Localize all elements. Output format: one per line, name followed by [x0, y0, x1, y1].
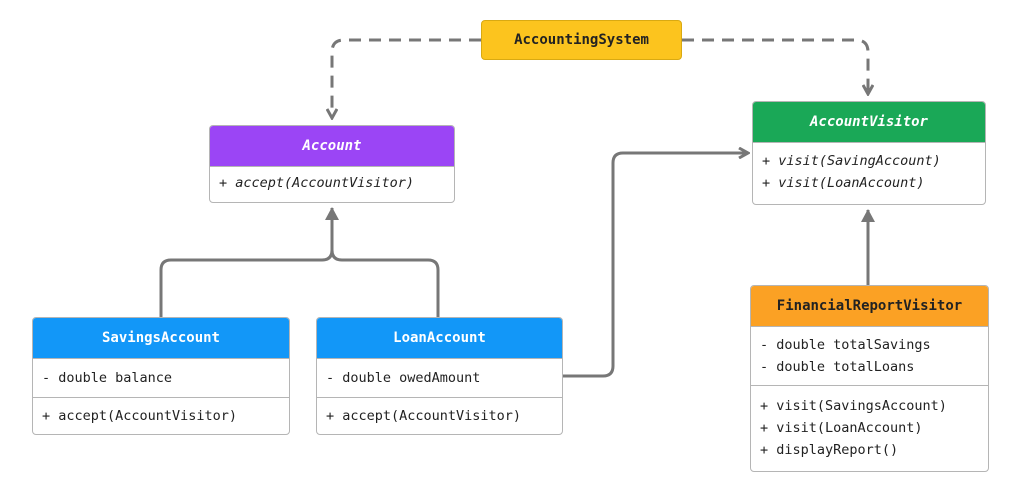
method-row: + accept(AccountVisitor) [42, 408, 238, 424]
node-account[interactable]: Account + accept(AccountVisitor) [209, 125, 455, 203]
edge-system-to-visitor [682, 38, 868, 94]
node-accounting-system[interactable]: AccountingSystem [481, 20, 682, 60]
node-financial-report-visitor-fields: - double totalSavings - double totalLoan… [751, 326, 988, 385]
field-row: - double balance [42, 370, 173, 386]
field-row: - double totalSavings [760, 337, 931, 353]
edge-loan-to-account [330, 249, 440, 317]
node-loan-account-fields: - double owedAmount [317, 358, 562, 397]
node-account-visitor[interactable]: AccountVisitor + visit(SavingAccount) + … [752, 101, 986, 205]
edge-system-to-account [332, 38, 481, 118]
node-account-visitor-methods: + visit(SavingAccount) + visit(LoanAccou… [753, 142, 985, 199]
node-account-visitor-title: AccountVisitor [753, 102, 985, 142]
node-loan-account[interactable]: LoanAccount - double owedAmount + accept… [316, 317, 563, 435]
node-financial-report-visitor-title: FinancialReportVisitor [751, 286, 988, 326]
node-loan-account-title: LoanAccount [317, 318, 562, 358]
method-row: + displayReport() [760, 442, 899, 458]
method-row: + visit(SavingsAccount) [760, 398, 947, 414]
method-row: + visit(LoanAccount) [762, 175, 925, 191]
node-savings-account[interactable]: SavingsAccount - double balance + accept… [32, 317, 290, 435]
node-loan-account-methods: + accept(AccountVisitor) [317, 397, 562, 432]
method-row: + accept(AccountVisitor) [219, 175, 415, 191]
method-row: + visit(SavingAccount) [762, 153, 941, 169]
node-savings-account-fields: - double balance [33, 358, 289, 397]
node-savings-account-title: SavingsAccount [33, 318, 289, 358]
field-row: - double totalLoans [760, 359, 915, 375]
method-row: + accept(AccountVisitor) [326, 408, 522, 424]
field-row: - double owedAmount [326, 370, 481, 386]
node-account-title: Account [210, 126, 454, 166]
node-accounting-system-label: AccountingSystem [514, 32, 649, 48]
edge-loan-to-visitor [563, 153, 748, 378]
node-account-methods: + accept(AccountVisitor) [210, 166, 454, 199]
method-row: + visit(LoanAccount) [760, 420, 923, 436]
edge-savings-to-account [159, 249, 334, 317]
node-financial-report-visitor-methods: + visit(SavingsAccount) + visit(LoanAcco… [751, 385, 988, 466]
node-financial-report-visitor[interactable]: FinancialReportVisitor - double totalSav… [750, 285, 989, 472]
node-savings-account-methods: + accept(AccountVisitor) [33, 397, 289, 432]
